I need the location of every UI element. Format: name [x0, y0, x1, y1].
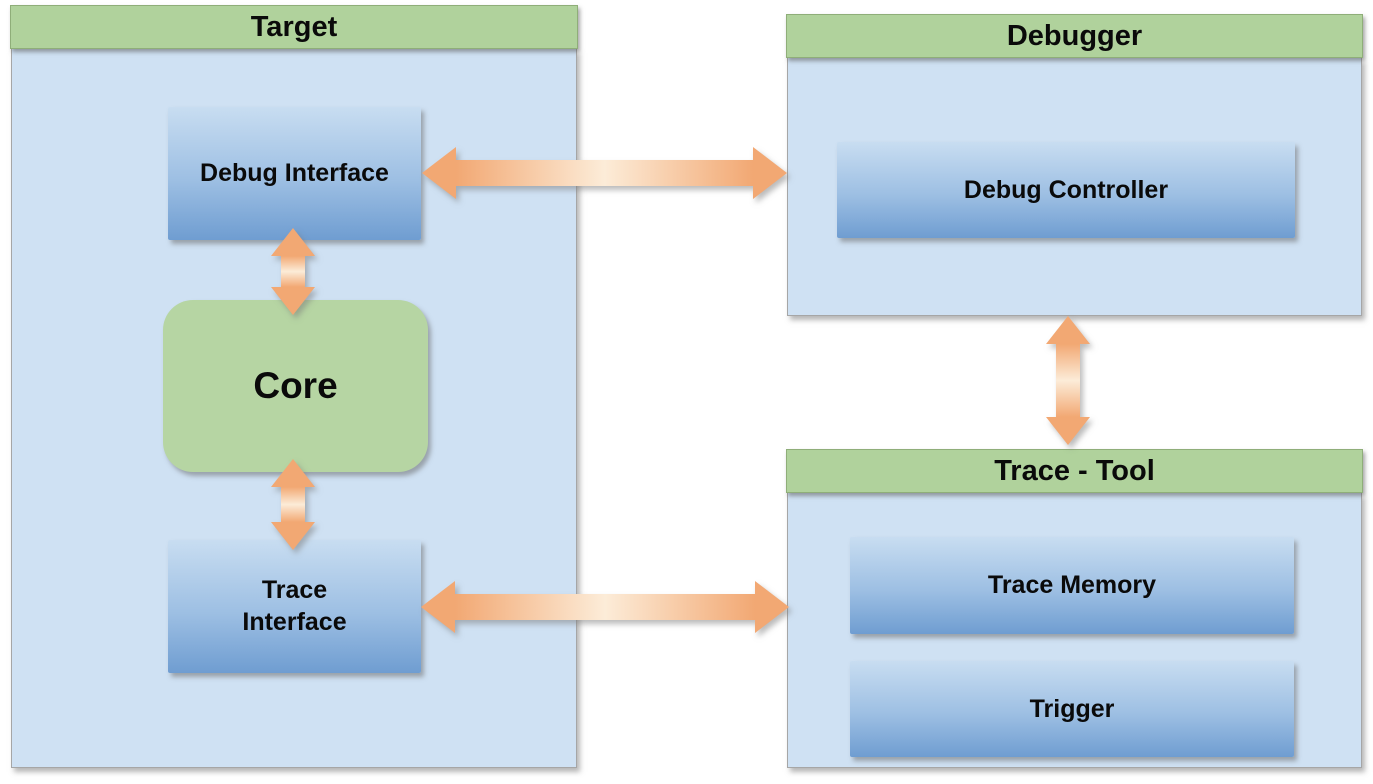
node-core: Core — [163, 300, 428, 472]
container-debugger-header: Debugger — [786, 14, 1363, 58]
container-trace-tool-title: Trace - Tool — [994, 454, 1155, 487]
container-target-title: Target — [250, 10, 338, 43]
arrow-shaft — [455, 594, 755, 620]
arrow-head-down-icon — [1046, 417, 1090, 445]
node-trace-interface-label: Trace Interface — [242, 576, 347, 636]
node-core-label: Core — [253, 365, 338, 406]
arrow-head-left-icon — [422, 147, 456, 199]
arrow-shaft — [456, 160, 753, 186]
arrow-head-right-icon — [755, 581, 789, 633]
arrow-head-down-icon — [271, 287, 315, 315]
node-trace-memory-label: Trace Memory — [987, 571, 1157, 599]
arrow-shaft — [1056, 344, 1080, 417]
container-debugger-title: Debugger — [1006, 19, 1143, 52]
bidirectional-arrow-core-trace-interface — [271, 459, 315, 550]
bidirectional-arrow-debug-interface-core — [271, 228, 315, 315]
node-debug-interface-label: Debug Interface — [200, 159, 389, 187]
arrow-head-up-icon — [1046, 316, 1090, 344]
node-debug-controller: Debug Controller — [837, 142, 1295, 238]
node-debug-interface: Debug Interface — [168, 107, 421, 240]
bidirectional-arrow-debugger-trace-tool — [1046, 316, 1090, 445]
container-target-header: Target — [10, 5, 578, 49]
bidirectional-arrow-debug-interface-debug-controller — [422, 147, 787, 199]
arrow-head-down-icon — [271, 522, 315, 550]
arrow-head-left-icon — [421, 581, 455, 633]
arrow-head-up-icon — [271, 459, 315, 487]
container-trace-tool-header: Trace - Tool — [786, 449, 1363, 493]
arrow-head-up-icon — [271, 228, 315, 256]
bidirectional-arrow-trace-interface-trace-tool — [421, 581, 789, 633]
arrow-head-right-icon — [753, 147, 787, 199]
arrow-shaft — [281, 256, 305, 287]
node-trigger: Trigger — [850, 661, 1294, 757]
node-trigger-label: Trigger — [1029, 694, 1115, 723]
node-trace-interface: Trace Interface — [168, 540, 421, 673]
arrow-shaft — [281, 487, 305, 522]
node-debug-controller-label: Debug Controller — [963, 175, 1169, 204]
node-trace-memory: Trace Memory — [850, 537, 1294, 634]
